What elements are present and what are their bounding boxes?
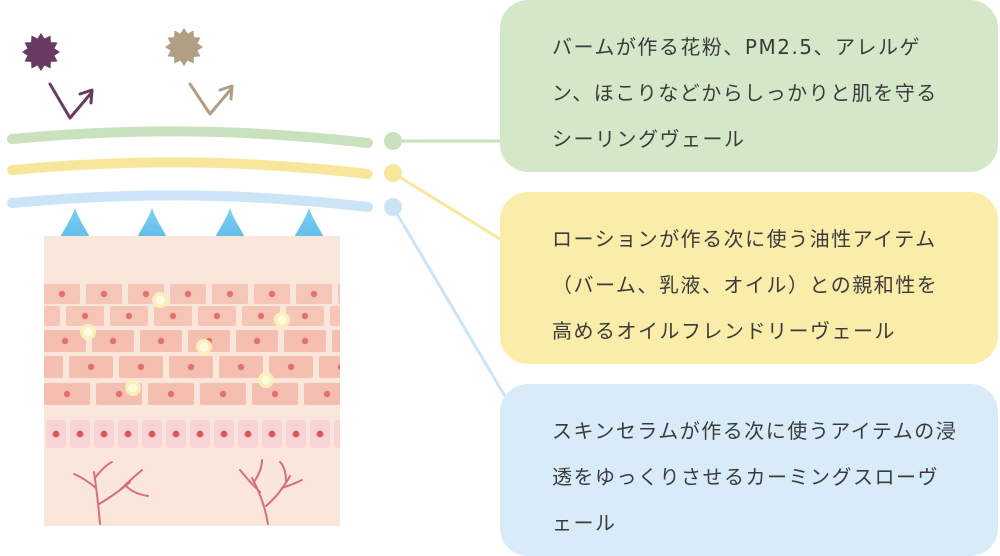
balm-veil-callout: バームが作る花粉、PM2.5、アレルゲン、ほこりなどからしっかりと肌を守るシーリ… [500,0,998,172]
skin-cell [170,284,206,304]
basal-cell [262,420,282,448]
serum-veil-callout: スキンセラムが作る次に使うアイテムの浸透をゆっくりさせるカーミングスローヴェール [500,384,998,556]
basal-cell [310,420,330,448]
basal-cell [190,420,210,448]
basal-cell [94,420,114,448]
skin-cell [86,284,122,304]
skin-cell [332,330,340,352]
deflect-arrow-icon [48,82,94,120]
skin-cell [66,306,104,326]
moisture-dot [196,339,212,355]
skin-cell [154,306,192,326]
skin-cell [44,383,90,405]
skin-cell [252,383,298,405]
moisture-dot [274,312,290,328]
balm-connector [384,132,500,150]
skin-cell [92,330,134,352]
deflect-arrow-icon [188,82,234,116]
lotion-connector [384,164,501,241]
skin-cell [110,306,148,326]
skin-cell [148,383,194,405]
skin-cell [69,356,113,378]
basal-cell [214,420,234,448]
skin-cell [44,306,60,326]
skin-cross-section [44,236,340,526]
pollutant-particle-icon [22,33,60,71]
pollutant-particle-icon [165,28,203,66]
skin-cell [200,383,246,405]
basal-cell [238,420,258,448]
skin-cell [44,330,86,352]
balm-veil-text: バームが作る花粉、PM2.5、アレルゲン、ほこりなどからしっかりと肌を守るシーリ… [552,35,938,151]
basal-cell [118,420,138,448]
skin-cell [304,383,340,405]
basal-cell [46,420,66,448]
lotion-veil-callout: ローションが作る次に使う油性アイテム（バーム、乳液、オイル）との親和性を高めるオ… [500,192,998,364]
skin-cell [284,330,326,352]
moisture-dot [258,372,274,388]
capillaries [73,459,303,525]
skin-cell [319,356,340,378]
skin-cell [219,356,263,378]
skin-cell [198,306,236,326]
skin-cell [119,356,163,378]
basal-cell [70,420,90,448]
skin-cell [269,356,313,378]
serum-connector [384,198,508,399]
serum-veil-text: スキンセラムが作る次に使うアイテムの浸透をゆっくりさせるカーミングスローヴェール [552,419,958,535]
skin-cell [169,356,213,378]
balm-sealing-veil [7,126,373,148]
lotion-veil-text: ローションが作る次に使う油性アイテム（バーム、乳液、オイル）との親和性を高めるオ… [552,227,939,343]
basal-cell [334,420,340,448]
skin-cell [338,284,340,304]
basal-cell [166,420,186,448]
skin-cell [44,356,63,378]
basal-cell [286,420,306,448]
skin-cell [296,284,332,304]
moisture-dot [125,380,141,396]
serum-calming-slow-veil [7,190,373,212]
skin-cell [44,284,80,304]
skin-cell [330,306,340,326]
moisture-dot [80,324,96,340]
skin-cell [286,306,324,326]
basal-cell [142,420,162,448]
skin-cell [254,284,290,304]
skin-cell [212,284,248,304]
skin-cell [140,330,182,352]
lotion-oil-friendly-veil [7,157,373,179]
moisture-dot [152,292,168,308]
skin-cell [236,330,278,352]
skin-cell [242,306,280,326]
